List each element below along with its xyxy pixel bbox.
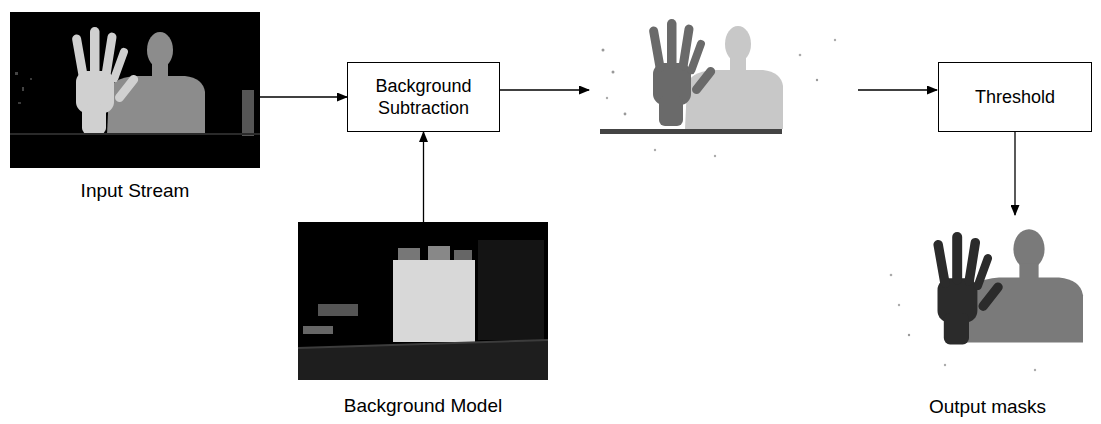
box-label: Background Subtraction (356, 75, 491, 120)
speckle (654, 149, 656, 151)
image-panel: Input Stream (10, 12, 260, 202)
image-caption: Input Stream (81, 180, 190, 202)
flow-arrow (1014, 132, 1015, 215)
panel (393, 260, 475, 342)
process-box: Background Subtraction (347, 62, 500, 132)
table-edge (600, 129, 782, 134)
speckle (1034, 369, 1036, 371)
floor-edge (298, 340, 548, 348)
image-ground (298, 222, 548, 380)
speckle (18, 102, 21, 104)
image-caption: Output masks (929, 396, 1046, 418)
flow-arrow (858, 89, 937, 90)
image-ground (595, 10, 855, 165)
process-box: Threshold (938, 62, 1092, 132)
floor (298, 340, 548, 380)
speckle (714, 155, 716, 157)
output-mask-image (885, 215, 1090, 385)
box-label: Threshold (975, 86, 1055, 109)
speckle (890, 274, 893, 277)
table-edge (10, 133, 260, 135)
speckle (22, 87, 24, 91)
hand-silhouette (648, 19, 717, 126)
flow-arrow (423, 132, 424, 222)
object-silhouette (242, 90, 254, 136)
background-region (478, 240, 544, 340)
desk-object (318, 304, 358, 316)
image-ground (10, 12, 260, 168)
person-silhouette (107, 32, 205, 135)
speckle (624, 113, 627, 116)
hand-silhouette (71, 27, 140, 134)
image-panel: Output masks (885, 215, 1090, 418)
speckle (908, 334, 910, 336)
speckle (612, 71, 615, 74)
image-caption: Background Model (344, 395, 502, 417)
speckle (816, 79, 818, 81)
flow-arrow (260, 96, 347, 97)
speckle (799, 54, 802, 57)
subtraction-result-image (595, 10, 855, 165)
flow-arrow (500, 89, 589, 90)
speckle (944, 364, 946, 366)
background-depth-image (298, 222, 548, 380)
hand-mask (933, 232, 1005, 344)
speckle (606, 97, 608, 99)
image-ground (885, 215, 1090, 385)
input-depth-image (10, 12, 260, 168)
speckle (834, 39, 836, 41)
speckle (15, 72, 18, 75)
speckle (602, 49, 605, 52)
speckle (30, 78, 32, 80)
image-panel: Background Model (298, 222, 548, 417)
person-mask (965, 229, 1083, 342)
desk-object (303, 326, 333, 334)
speckle (898, 304, 900, 306)
